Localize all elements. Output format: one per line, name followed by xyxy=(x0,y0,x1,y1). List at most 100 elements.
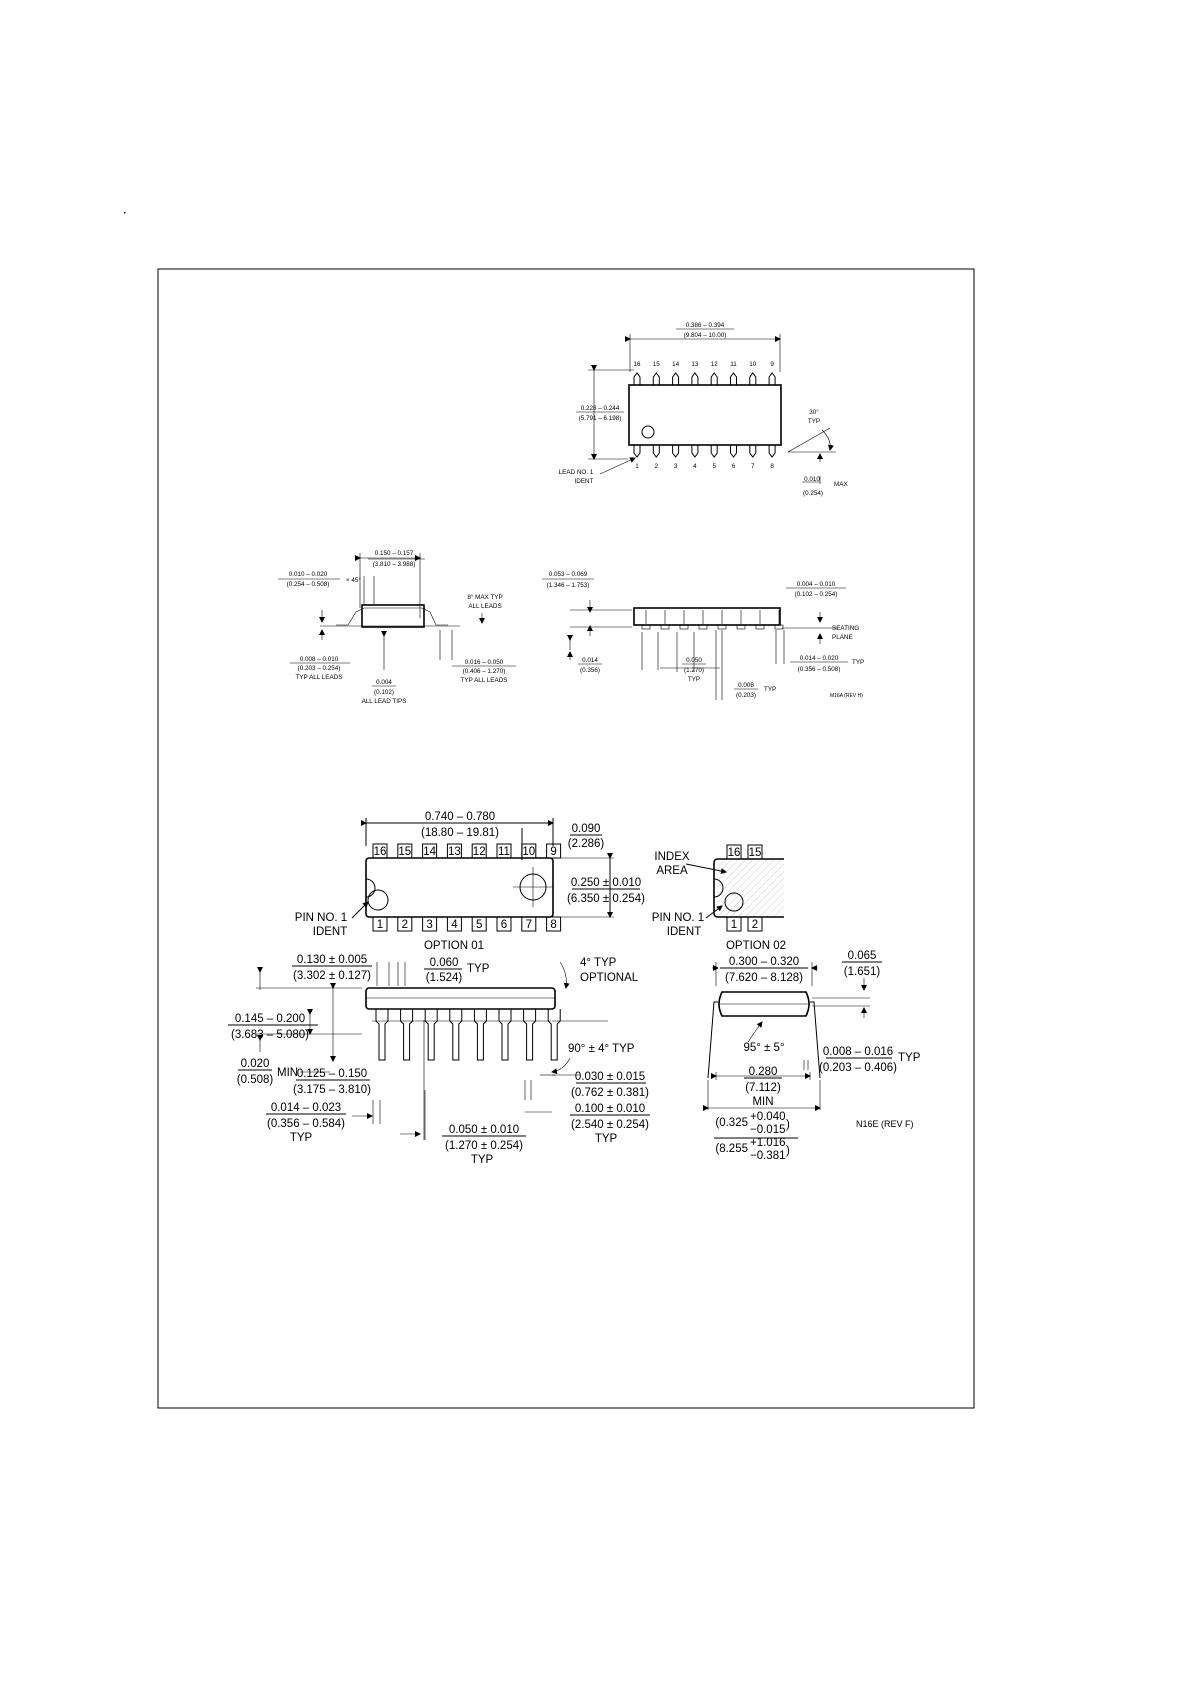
soic-lead-bottom xyxy=(710,445,718,458)
dip-opt2-body xyxy=(713,858,784,918)
dip-opt2-ident-1: PIN NO. 1 xyxy=(652,912,704,924)
dip-pin-number: 3 xyxy=(426,919,432,931)
dip-pin-number: 7 xyxy=(526,919,532,931)
dip-end-view: 0.300 – 0.320 (7.620 – 8.128) 0.065 (1.6… xyxy=(703,950,921,1162)
soic-max-dim-mm: (0.254) xyxy=(803,490,823,497)
dip-pin-number: 9 xyxy=(550,846,556,858)
dip-pin-ident-2: IDENT xyxy=(313,926,348,938)
soic-pin-number: 1 xyxy=(635,463,639,470)
soic-foot: 0.016 – 0.050 xyxy=(465,659,504,666)
soic-angle-typ: TYP xyxy=(808,418,820,425)
dip-pin-number: 12 xyxy=(473,846,486,858)
dip-lead-w-typ: TYP xyxy=(467,963,490,975)
dip-end-lead-thk-mm: (0.203 – 0.406) xyxy=(819,1062,897,1074)
index-label-2: AREA xyxy=(656,865,688,877)
soic-standoff-mm: (0.102 – 0.254) xyxy=(795,591,838,598)
lead1-ident-label-2: IDENT xyxy=(575,478,594,485)
dip-opt2-pin-number: 15 xyxy=(749,847,762,859)
dip-body-h: 0.145 – 0.200 xyxy=(235,1013,305,1025)
soic-lead-w-typ: TYP xyxy=(852,659,864,666)
soic-pin-number: 7 xyxy=(751,463,755,470)
dip-pin-box xyxy=(546,843,562,859)
dip-end-row-mm: (8.255 xyxy=(715,1143,748,1155)
soic-standoff: 0.004 – 0.010 xyxy=(797,581,836,588)
soic-lead-bottom xyxy=(749,445,757,458)
soic-pin-number: 4 xyxy=(693,463,697,470)
svg-text:): ) xyxy=(786,1145,790,1157)
dip-draft: 4° TYP xyxy=(580,957,617,969)
soic-seating-2: PLANE xyxy=(832,634,853,641)
dip-end-span: 0.280 xyxy=(749,1066,778,1078)
soic-end-view: 0.150 – 0.157 (3.810 – 3.988) 0.010 – 0.… xyxy=(278,550,516,705)
index-area-hatch xyxy=(718,859,784,917)
dip-side-lead xyxy=(424,1009,438,1061)
soic-pin-number: 8 xyxy=(770,463,774,470)
soic-max-typ-2: ALL LEADS xyxy=(468,603,501,610)
dip-end-row-in-lo: −0.015 xyxy=(750,1124,786,1136)
soic-rev: M16A (REV H) xyxy=(830,693,863,699)
dip-end-lead-thk: 0.008 – 0.016 xyxy=(823,1046,893,1058)
soic-width-mm: (5.791 – 6.198) xyxy=(579,415,622,422)
dip-end-mm: (2.286) xyxy=(568,838,605,850)
dip-lead-angle: 90° ± 4° TYP xyxy=(568,1043,635,1055)
soic-side-lead xyxy=(717,624,727,630)
dip-end-row-in-hi: +0.040 xyxy=(750,1111,786,1123)
soic-pin-number: 12 xyxy=(711,361,719,368)
dip-pin-number: 6 xyxy=(501,919,507,931)
drawing-border xyxy=(157,268,975,1409)
dip-width: 0.250 ± 0.010 xyxy=(571,877,641,889)
soic-side-view: 0.053 – 0.069 (1.346 – 1.753) 0.014 (0.3… xyxy=(542,571,864,700)
soic-lead-bottom xyxy=(633,445,641,458)
soic-width: 0.228 – 0.244 xyxy=(581,405,620,412)
dip-side-lead xyxy=(375,1009,389,1061)
dip-lead-thk-typ: TYP xyxy=(290,1132,313,1144)
soic-pin-number: 2 xyxy=(655,463,659,470)
dip-row-mm: (2.540 ± 0.254) xyxy=(571,1119,649,1131)
soic-pitch-typ: TYP xyxy=(688,676,700,683)
dip-shoulder: 0.130 ± 0.005 xyxy=(297,954,367,966)
soic-lead-top xyxy=(652,372,660,385)
dip-side-lead xyxy=(473,1009,487,1061)
dip-pin-number: 10 xyxy=(522,846,535,858)
dip-pin-number: 15 xyxy=(398,846,411,858)
soic-pin-number: 9 xyxy=(770,361,774,368)
soic-height-mm: (1.346 – 1.753) xyxy=(547,582,590,589)
dip-side-lead xyxy=(498,1009,512,1061)
dip-end-span-min: MIN xyxy=(752,1096,773,1108)
dip-side-body xyxy=(365,987,556,1010)
soic-side-lead xyxy=(698,624,708,630)
soic-foot-note: TYP ALL LEADS xyxy=(461,677,508,684)
dip-end-width: 0.300 – 0.320 xyxy=(729,956,799,968)
dip-pin-number: 4 xyxy=(451,919,458,931)
dip-side-lead xyxy=(449,1009,463,1061)
dip-side-lead xyxy=(523,1009,537,1061)
soic-tip: 0.004 xyxy=(376,679,392,686)
soic-lead-top xyxy=(749,372,757,385)
dip-lead-tip: 0.030 ± 0.015 xyxy=(575,1071,645,1083)
dip-end-width-mm: (7.620 – 8.128) xyxy=(725,972,803,984)
soic-chamfer-angle: × 45° xyxy=(346,576,361,584)
soic-lead-t-typ: TYP xyxy=(764,686,776,693)
dip-lead-w-mm: (1.524) xyxy=(426,972,463,984)
dip-end-row-mm-lo: −0.381 xyxy=(750,1150,786,1162)
soic-lead-bottom xyxy=(691,445,699,458)
soic-lead-top xyxy=(768,372,776,385)
soic-pin-number: 5 xyxy=(712,463,716,470)
dip-pin-number: 14 xyxy=(423,846,436,858)
index-label-1: INDEX xyxy=(654,851,689,863)
soic-side-lead xyxy=(641,624,651,630)
soic-lead-bottom xyxy=(652,445,660,458)
soic-side-lead xyxy=(774,624,784,630)
dip-pin-number: 8 xyxy=(550,919,556,931)
soic-pin-number: 13 xyxy=(691,361,699,368)
soic-pin-number: 3 xyxy=(674,463,678,470)
dip-pin-box xyxy=(546,916,562,932)
soic-pitch: 0.050 xyxy=(686,657,702,664)
dip-pin-number: 11 xyxy=(498,846,510,858)
soic-lead-top xyxy=(730,372,737,385)
dip-lead-thk-mm: (0.356 – 0.584) xyxy=(267,1118,345,1130)
dip-opt2-pin-number: 1 xyxy=(731,919,737,931)
